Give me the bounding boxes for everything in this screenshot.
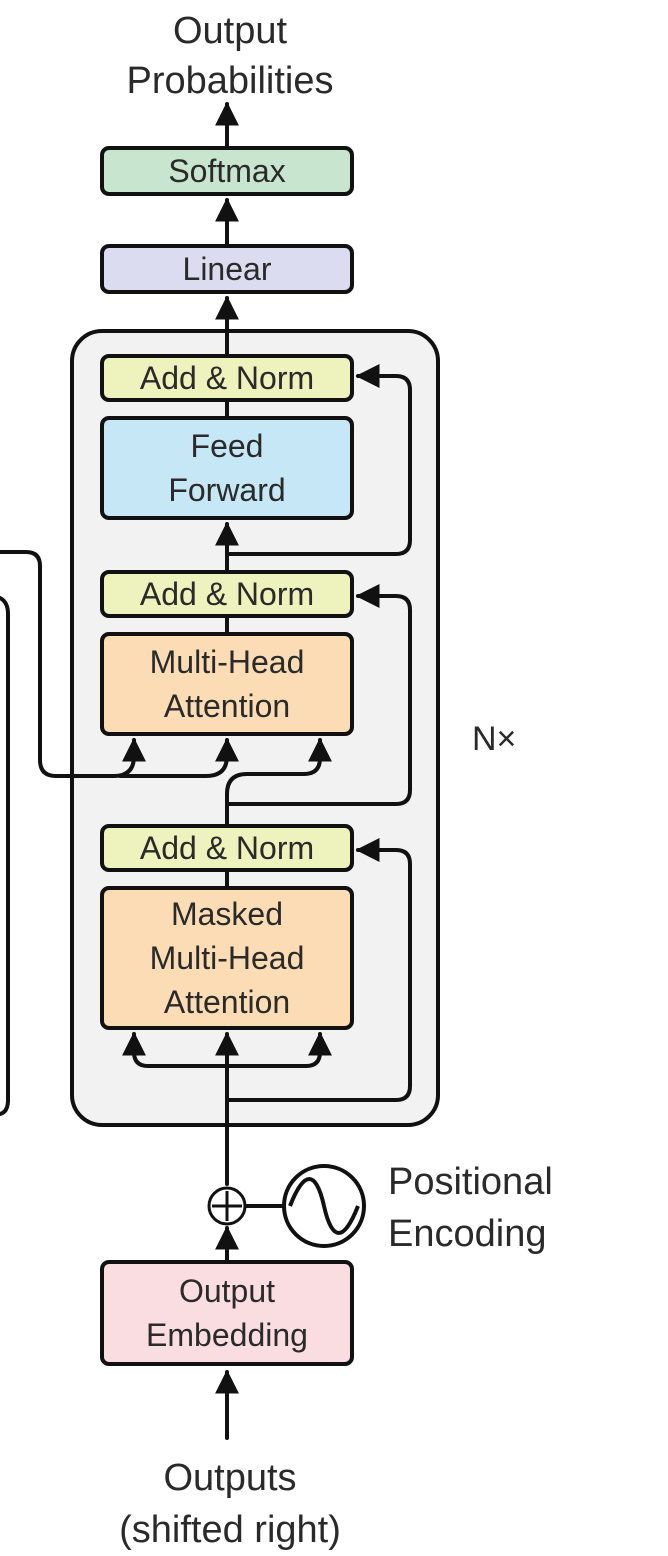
encoder-edge (0, 596, 10, 1116)
multi-head-attention-box: Multi-Head Attention (100, 632, 354, 736)
linear-box: Linear (100, 244, 354, 294)
residual-mha (225, 584, 412, 806)
encoder-input-path (0, 550, 146, 778)
residual-ff (225, 364, 412, 556)
add-norm-box-mmha: Add & Norm (100, 824, 354, 872)
path-addnorm3-to-mha (225, 737, 332, 826)
add-norm-box-mha: Add & Norm (100, 570, 354, 618)
feed-forward-box: Feed Forward (100, 416, 354, 520)
branch-right-mmha (225, 1031, 332, 1068)
add-norm-box-ff: Add & Norm (100, 354, 354, 402)
output-embedding-box: Output Embedding (100, 1260, 354, 1366)
encoder-input-path-2 (118, 737, 239, 778)
masked-multi-head-attention-box: Masked Multi-Head Attention (100, 886, 354, 1030)
sine-wave-icon (282, 1164, 366, 1248)
plus-icon (207, 1186, 247, 1226)
softmax-box: Softmax (100, 146, 354, 196)
residual-mmha (225, 838, 412, 1102)
outputs-label: Outputs (shifted right) (119, 1457, 341, 1551)
branch-left-mmha (122, 1031, 229, 1068)
positional-encoding-label: Positional Encoding (388, 1161, 553, 1255)
output-probabilities-label: Output Probabilities (126, 10, 334, 102)
repeat-marker: N× (472, 720, 517, 758)
